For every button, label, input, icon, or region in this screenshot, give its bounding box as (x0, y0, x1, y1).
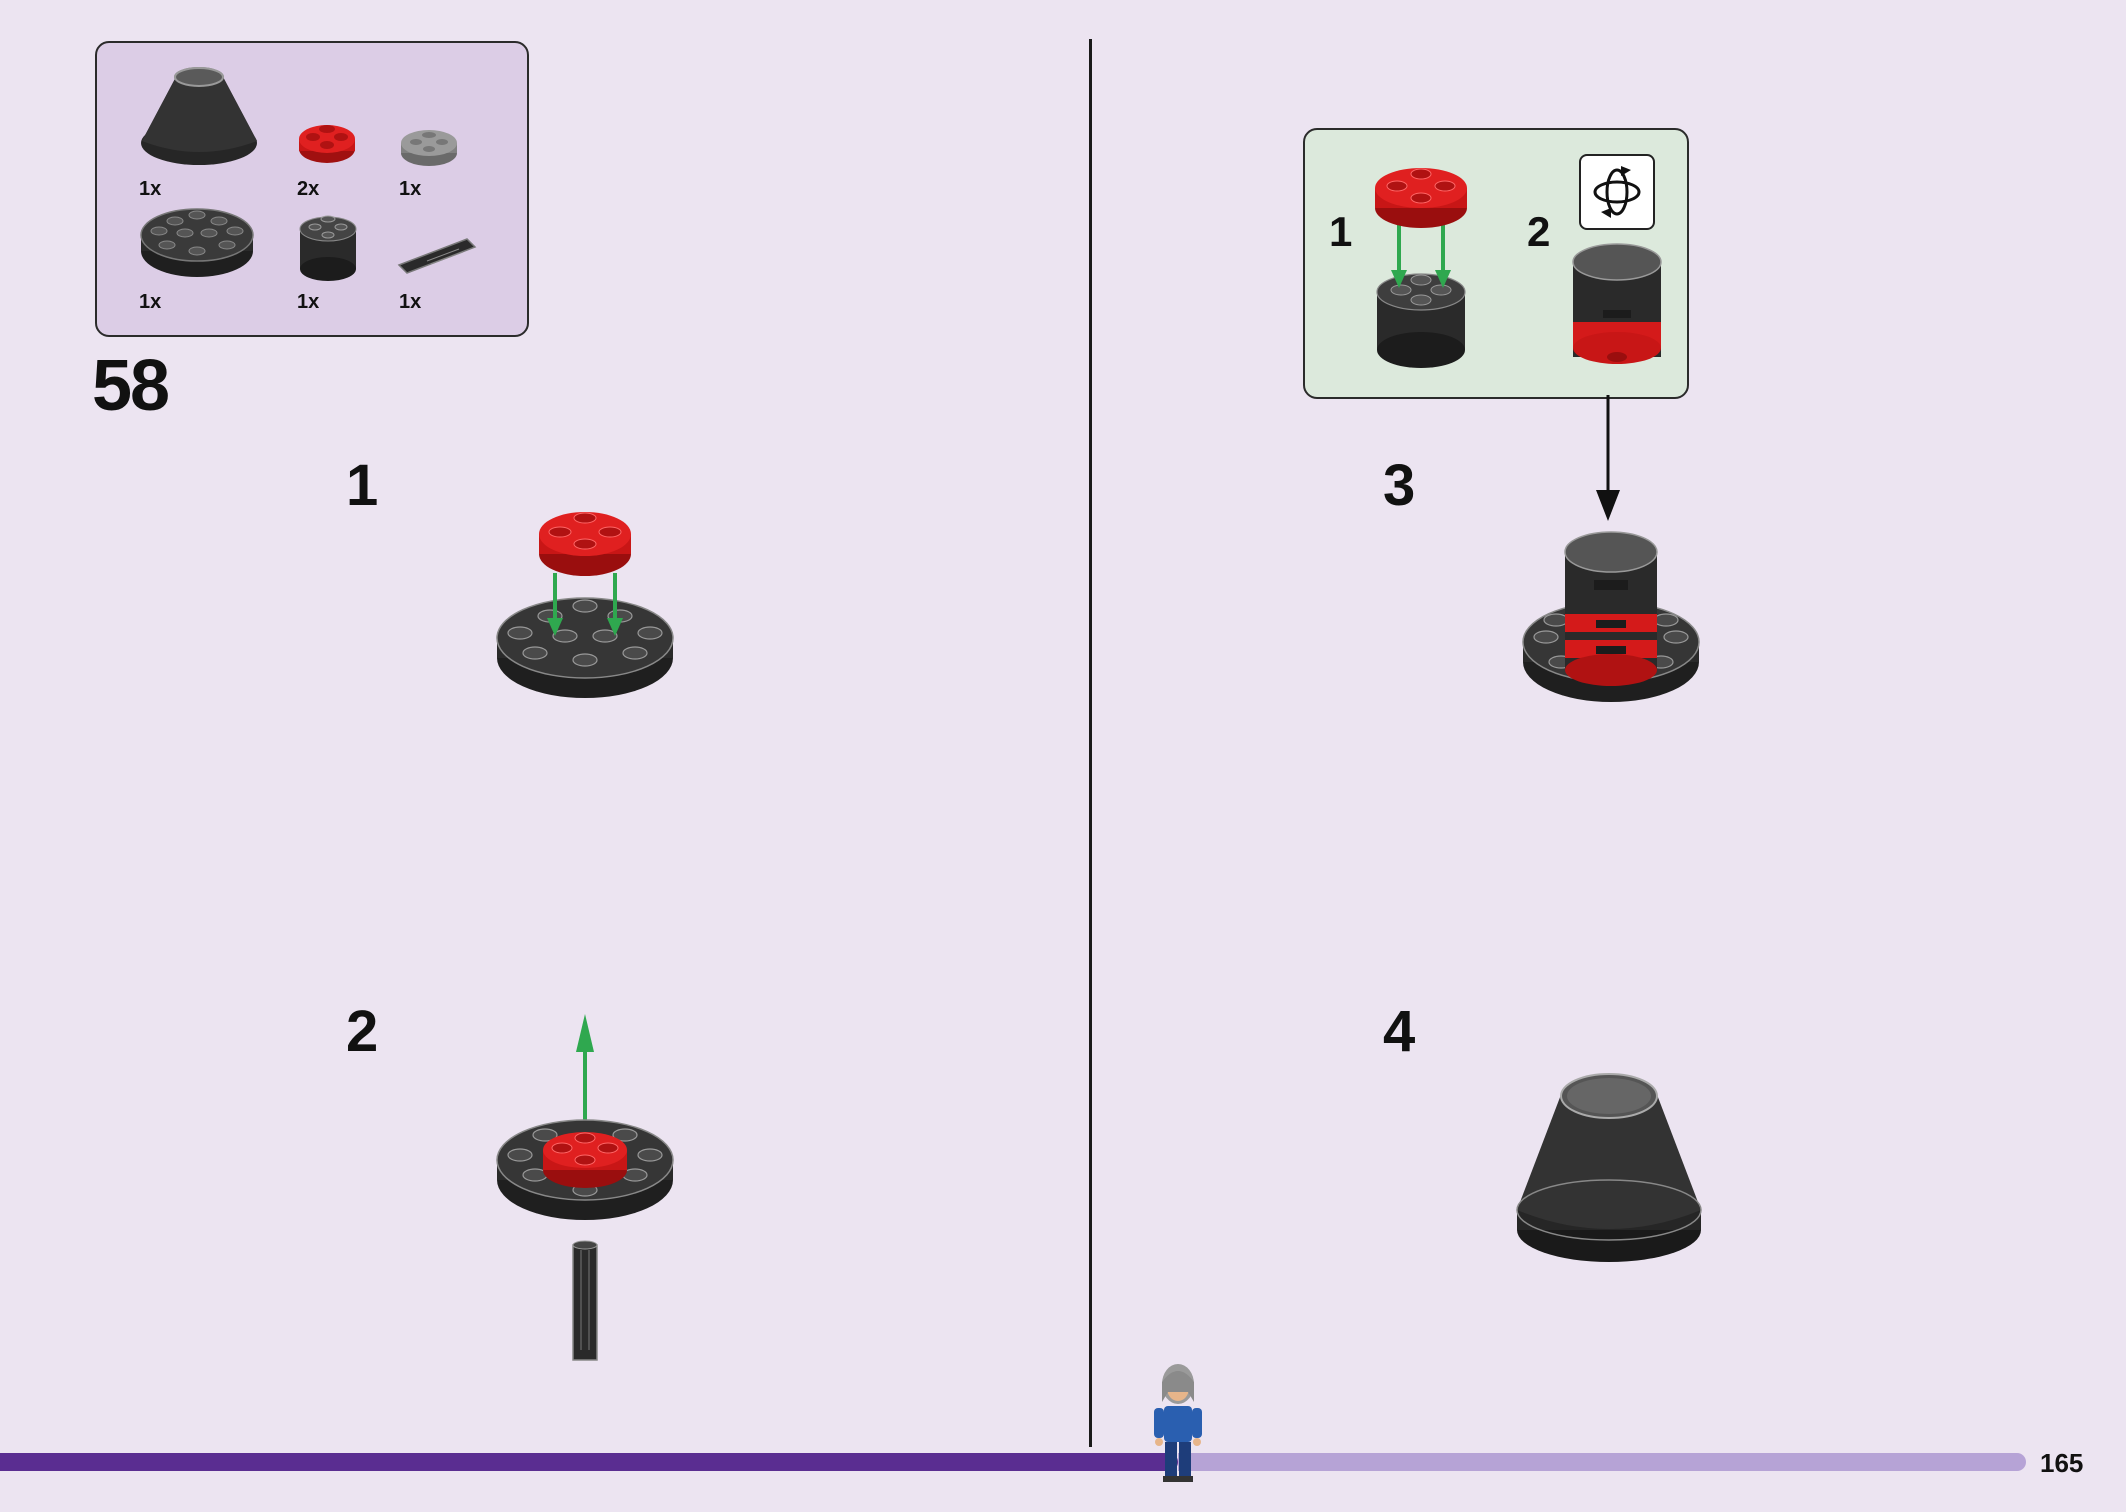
green-arrow-icon (547, 573, 623, 636)
black-round-plate-part-icon (140, 208, 254, 277)
rotate-icon (1579, 154, 1655, 230)
red-round-plate-part-icon (299, 125, 355, 163)
part-qty-bar: 1x (399, 291, 422, 313)
callout-label-1: 1 (1329, 208, 1353, 255)
part-qty-grey-plate: 1x (399, 178, 422, 200)
sub-assembly-callout: 1 2 (1303, 128, 1689, 399)
substep-label-3: 3 (1383, 453, 1416, 518)
page-divider (1089, 39, 1092, 1447)
part-qty-cone: 1x (139, 178, 162, 200)
callout-label-2: 2 (1527, 208, 1551, 255)
substep-label-1: 1 (346, 453, 379, 518)
page-number: 165 (2040, 1448, 2084, 1478)
progress-bar-remaining (1178, 1453, 2026, 1471)
black-round-brick-part-icon (299, 215, 357, 281)
progress-bar-filled (0, 1453, 1178, 1471)
substep-label-4: 4 (1383, 999, 1416, 1064)
substep-2-illustration (496, 1014, 674, 1361)
part-qty-red-plate: 2x (297, 178, 320, 200)
down-arrow-icon (1596, 395, 1620, 521)
callout-step-1-illustration (1375, 168, 1467, 368)
substep-4-illustration (1516, 1073, 1702, 1262)
part-qty-black-plate: 1x (139, 291, 162, 313)
part-qty-black-brick: 1x (297, 291, 320, 313)
minifigure-icon (1154, 1364, 1202, 1482)
substep-1-illustration (496, 512, 674, 698)
substep-3-illustration (1522, 531, 1700, 702)
cone-part-icon (141, 67, 257, 165)
bar-part-icon (397, 238, 477, 274)
grey-round-plate-part-icon (401, 130, 457, 166)
parts-list-box: 1x 2x 1x (95, 41, 529, 337)
step-number: 58 (92, 346, 170, 426)
substep-label-2: 2 (346, 999, 379, 1064)
callout-step-2-illustration (1572, 243, 1662, 364)
